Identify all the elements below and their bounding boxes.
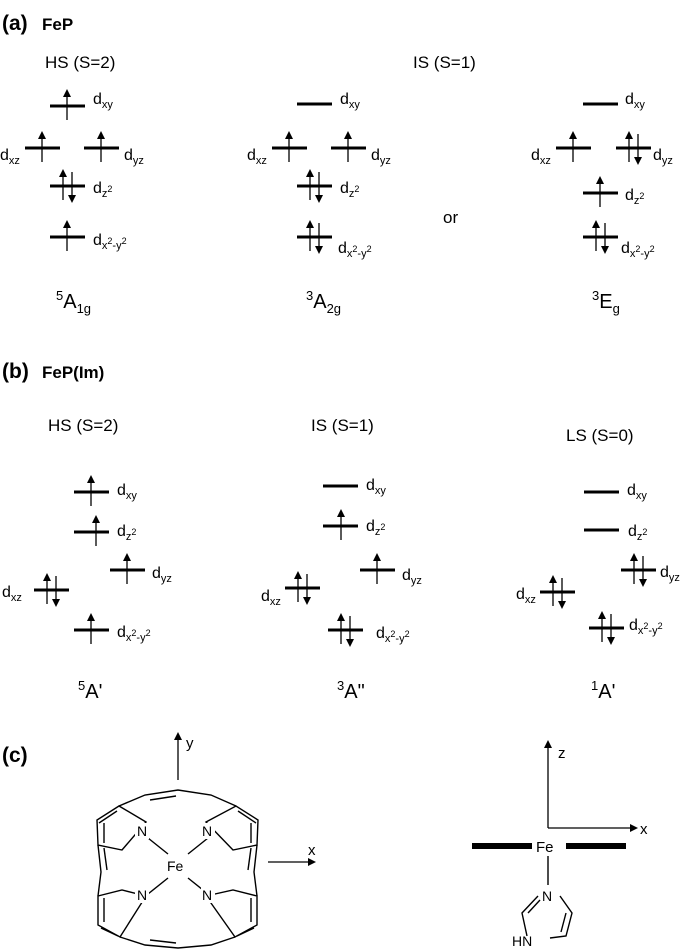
label-dyz: dyz bbox=[402, 567, 422, 587]
label-dxz: dxz bbox=[2, 584, 22, 604]
panel-a-is-title: IS (S=1) bbox=[413, 53, 476, 72]
panel-a-orbital-labels: dxy dxz dyz dz2 dx2-y2 dxy dxz dyz dz2 d… bbox=[0, 91, 673, 260]
label-dz2: dz2 bbox=[117, 523, 136, 543]
label-dxz: dxz bbox=[531, 147, 551, 167]
label-dxy: dxy bbox=[93, 91, 113, 111]
y-axis-label: y bbox=[186, 735, 194, 752]
label-dxy: dxy bbox=[340, 91, 360, 111]
label-dz2: dz2 bbox=[93, 180, 112, 200]
panel-a-compound: FeP bbox=[42, 15, 73, 34]
label-dz2: dz2 bbox=[628, 523, 647, 543]
panel-b-is-title: IS (S=1) bbox=[311, 416, 374, 435]
meso-bridge bbox=[118, 789, 237, 807]
imidazole-atoms: N HN bbox=[512, 888, 552, 949]
label-dxz: dxz bbox=[516, 586, 536, 606]
panel-a-hs-title: HS (S=2) bbox=[45, 53, 115, 72]
state-3a-dprime: 3A" bbox=[337, 678, 365, 703]
iron-atom-side: Fe bbox=[536, 839, 554, 856]
panel-c-label: (c) bbox=[2, 744, 28, 767]
nitrogen-atom: N bbox=[542, 888, 552, 904]
porphyrin-atoms: N N N N Fe bbox=[135, 823, 215, 903]
label-dx2y2: dx2-y2 bbox=[376, 625, 410, 645]
label-dxy: dxy bbox=[117, 482, 137, 502]
x-axis-label-side: x bbox=[640, 821, 648, 838]
label-dxz: dxz bbox=[0, 147, 20, 167]
label-dx2y2: dx2-y2 bbox=[117, 624, 151, 644]
x-axis-label: x bbox=[308, 842, 316, 859]
pyrrole-ring bbox=[97, 889, 148, 938]
panel-b-label: (b) bbox=[2, 360, 29, 383]
imidazole-ring bbox=[521, 895, 573, 939]
porphyrin-axes bbox=[174, 732, 316, 866]
state-1a-prime: 1A' bbox=[591, 678, 615, 703]
panel-a-label: (a) bbox=[2, 12, 28, 35]
label-dz2: dz2 bbox=[340, 180, 359, 200]
state-5a1g: 5A1g bbox=[56, 288, 91, 316]
label-dxy: dxy bbox=[366, 477, 386, 497]
label-dyz: dyz bbox=[653, 147, 673, 167]
iron-atom: Fe bbox=[167, 858, 184, 874]
panel-b-hs-title: HS (S=2) bbox=[48, 416, 118, 435]
panel-b-ls-title: LS (S=0) bbox=[566, 426, 634, 445]
pyrrole-ring bbox=[204, 889, 258, 938]
panel-a-or: or bbox=[443, 208, 458, 227]
nitrogen-atom: N bbox=[137, 823, 147, 839]
nitrogen-atom: N bbox=[202, 887, 212, 903]
z-axis-label: z bbox=[558, 745, 566, 762]
panel-b-orbital-labels: dxy dz2 dyz dxz dx2-y2 dxy dz2 dyz dxz d… bbox=[2, 477, 680, 645]
panel-a-energy-levels bbox=[25, 102, 651, 239]
label-dx2y2: dx2-y2 bbox=[629, 617, 663, 637]
label-dx2y2: dx2-y2 bbox=[621, 240, 655, 260]
label-dx2y2: dx2-y2 bbox=[93, 232, 127, 252]
panel-b-electrons bbox=[43, 475, 647, 647]
panel-b-compound: FeP(Im) bbox=[42, 363, 104, 382]
porphyrin-skeleton bbox=[96, 789, 259, 949]
pyrrole-ring bbox=[204, 805, 259, 851]
nitrogen-atom: N bbox=[137, 887, 147, 903]
state-5a-prime: 5A' bbox=[78, 678, 102, 703]
label-dyz: dyz bbox=[660, 564, 680, 584]
panel-a-electrons bbox=[38, 89, 642, 254]
meso-bridge bbox=[253, 844, 258, 897]
state-3a2g: 3A2g bbox=[306, 288, 341, 316]
label-dxy: dxy bbox=[627, 482, 647, 502]
label-dxy: dxy bbox=[625, 91, 645, 111]
nitrogen-atom: N bbox=[202, 823, 212, 839]
label-dxz: dxz bbox=[261, 588, 281, 608]
meso-bridge bbox=[119, 936, 236, 949]
label-dx2y2: dx2-y2 bbox=[338, 240, 372, 260]
label-dyz: dyz bbox=[371, 147, 391, 167]
label-dxz: dxz bbox=[247, 147, 267, 167]
pyrrole-ring bbox=[96, 805, 148, 851]
side-view-axes bbox=[544, 740, 638, 832]
label-dyz: dyz bbox=[124, 147, 144, 167]
label-dyz: dyz bbox=[152, 565, 172, 585]
imidazole-ligand bbox=[521, 856, 573, 939]
nh-group: HN bbox=[512, 933, 532, 949]
state-3eg: 3Eg bbox=[592, 288, 620, 316]
label-dz2: dz2 bbox=[625, 187, 644, 207]
label-dz2: dz2 bbox=[366, 518, 385, 538]
meso-bridge bbox=[97, 844, 102, 897]
